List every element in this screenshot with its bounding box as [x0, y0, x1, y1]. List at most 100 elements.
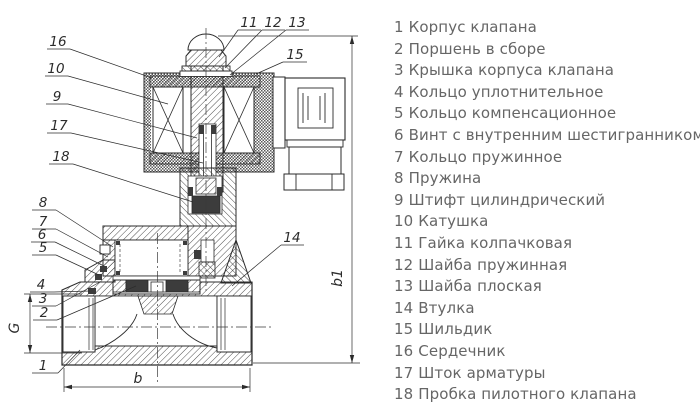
socket-screw — [99, 244, 111, 255]
part-number: 5 — [394, 104, 404, 123]
valve-body — [61, 281, 253, 366]
part-label: Шайба пружинная — [418, 255, 568, 274]
callout-13: 13 — [229, 15, 309, 76]
coil-assembly — [143, 33, 275, 195]
part-number: 15 — [394, 320, 414, 339]
dimension-b1-label: b1 — [330, 269, 346, 287]
callout-10: 10 — [45, 61, 169, 105]
coil-winding-left — [152, 86, 184, 154]
part-label: Поршень в сборе — [408, 39, 546, 58]
svg-text:10: 10 — [47, 61, 64, 77]
part-label: Гайка колпачковая — [418, 233, 573, 252]
part-number: 2 — [394, 39, 404, 58]
electrical-connector — [272, 76, 346, 191]
cable-gland — [283, 173, 345, 191]
seal-ring — [194, 250, 201, 259]
callout-1: 1 — [32, 349, 81, 374]
part-label: Крышка корпуса клапана — [408, 61, 615, 80]
part-number: 8 — [394, 169, 404, 188]
callout-8: 8 — [32, 195, 114, 248]
callout-4: 4 — [30, 277, 91, 293]
svg-text:9: 9 — [53, 89, 62, 105]
svg-text:14: 14 — [283, 230, 300, 246]
part-label: Штифт цилиндрический — [408, 190, 606, 209]
svg-text:11: 11 — [240, 15, 257, 31]
callout-7: 7 — [32, 214, 109, 258]
pilot-valve-neck — [179, 167, 237, 227]
valve-seat — [137, 295, 179, 315]
part-label: Кольцо пружинное — [408, 147, 563, 166]
part-number: 18 — [394, 385, 414, 404]
part-number: 4 — [394, 82, 404, 101]
svg-text:3: 3 — [39, 291, 48, 307]
svg-text:5: 5 — [39, 240, 48, 256]
callout-6: 6 — [31, 227, 105, 267]
svg-text:1: 1 — [39, 358, 48, 374]
part-label: Шильдик — [418, 320, 493, 339]
svg-text:8: 8 — [39, 195, 48, 211]
connector-label-plate — [297, 87, 334, 129]
part-number: 12 — [394, 255, 414, 274]
callout-12: 12 — [224, 15, 285, 69]
part-number: 1 — [394, 18, 404, 36]
svg-text:15: 15 — [286, 47, 303, 63]
coil-winding-right — [223, 86, 255, 154]
part-label: Шайба плоская — [418, 277, 542, 296]
svg-text:4: 4 — [37, 277, 46, 293]
part-label: Катушка — [418, 212, 489, 231]
callout-17: 17 — [47, 118, 204, 164]
callout-11: 11 — [218, 15, 261, 58]
svg-text:12: 12 — [264, 15, 281, 31]
callouts: 16 10 9 17 18 8 7 6 5 4 3 — [30, 15, 309, 374]
part-number: 17 — [394, 363, 414, 382]
dimension-G: G — [7, 293, 82, 354]
callout-18: 18 — [49, 149, 194, 203]
part-label: Пружина — [408, 169, 482, 188]
svg-text:6: 6 — [38, 227, 47, 243]
valve-cross-section-diagram: b1 b G 16 10 9 — [7, 15, 360, 392]
part-number: 6 — [394, 125, 404, 144]
part-label: Шток арматуры — [418, 363, 546, 382]
part-number: 7 — [394, 147, 404, 166]
part-number: 11 — [394, 233, 414, 252]
valve-cover — [84, 225, 252, 294]
dimension-b1: b1 — [218, 35, 360, 364]
callout-15: 15 — [255, 47, 307, 75]
part-number: 3 — [394, 61, 404, 80]
part-label: Кольцо уплотнительное — [408, 82, 604, 101]
part-number: 14 — [394, 298, 414, 317]
part-label: Корпус клапана — [408, 18, 537, 36]
callout-2: 2 — [33, 285, 137, 321]
callout-14: 14 — [231, 230, 304, 287]
part-label: Втулка — [418, 298, 475, 317]
callout-5: 5 — [32, 240, 100, 276]
piston-assembly — [112, 275, 201, 293]
dimension-b: b — [63, 368, 251, 392]
port-right — [216, 295, 252, 353]
port-left — [62, 295, 96, 353]
part-number: 16 — [394, 341, 414, 360]
part-number: 10 — [394, 212, 414, 231]
compensation-ring — [95, 274, 102, 280]
svg-text:13: 13 — [288, 15, 305, 31]
callout-16: 16 — [47, 34, 153, 79]
centerlines — [46, 28, 272, 383]
part-label: Кольцо компенсационное — [408, 104, 617, 123]
